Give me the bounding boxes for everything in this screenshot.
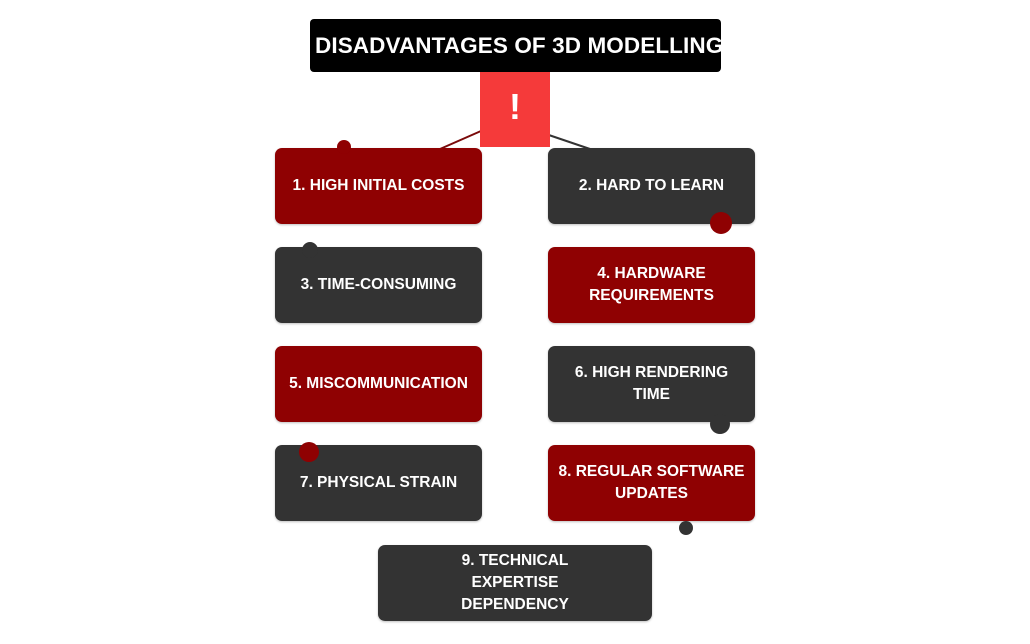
alert-icon: !: [480, 72, 550, 147]
item-label-3: 3. TIME-CONSUMING: [300, 276, 457, 293]
decorative-dot: [679, 521, 693, 535]
item-card-3: 3. TIME-CONSUMING: [275, 247, 482, 323]
item-card-6: 6. HIGH RENDERING TIME: [548, 346, 755, 422]
decorative-dot: [302, 242, 318, 258]
decorative-dot: [710, 212, 732, 234]
item-card-4: 4. HARDWARE REQUIREMENTS: [548, 247, 755, 323]
item-card-2: 2. HARD TO LEARN: [548, 148, 755, 224]
decorative-dot: [299, 442, 319, 462]
item-card-1: 1. HIGH INITIAL COSTS: [275, 148, 482, 224]
item-label-5: 5. MISCOMMUNICATION: [289, 375, 468, 392]
item-label-2: 2. HARD TO LEARN: [578, 177, 725, 194]
item-label-9: 9. TECHNICAL EXPERTISE DEPENDENCY: [461, 552, 569, 613]
decorative-dot: [710, 414, 730, 434]
item-label-7: 7. PHYSICAL STRAIN: [299, 474, 458, 491]
decorative-dot: [337, 140, 351, 154]
item-card-8: 8. REGULAR SOFTWARE UPDATES: [548, 445, 755, 521]
item-label-1: 1. HIGH INITIAL COSTS: [292, 177, 465, 194]
connector-left: [439, 130, 482, 150]
item-card-5: 5. MISCOMMUNICATION: [275, 346, 482, 422]
item-label-8: 8. REGULAR SOFTWARE UPDATES: [558, 463, 745, 502]
page-title: DISADVANTAGES OF 3D MODELLING: [310, 19, 721, 72]
item-label-6: 6. HIGH RENDERING TIME: [574, 364, 729, 403]
item-card-9: 9. TECHNICAL EXPERTISE DEPENDENCY: [378, 545, 652, 621]
item-label-4: 4. HARDWARE REQUIREMENTS: [589, 265, 714, 304]
